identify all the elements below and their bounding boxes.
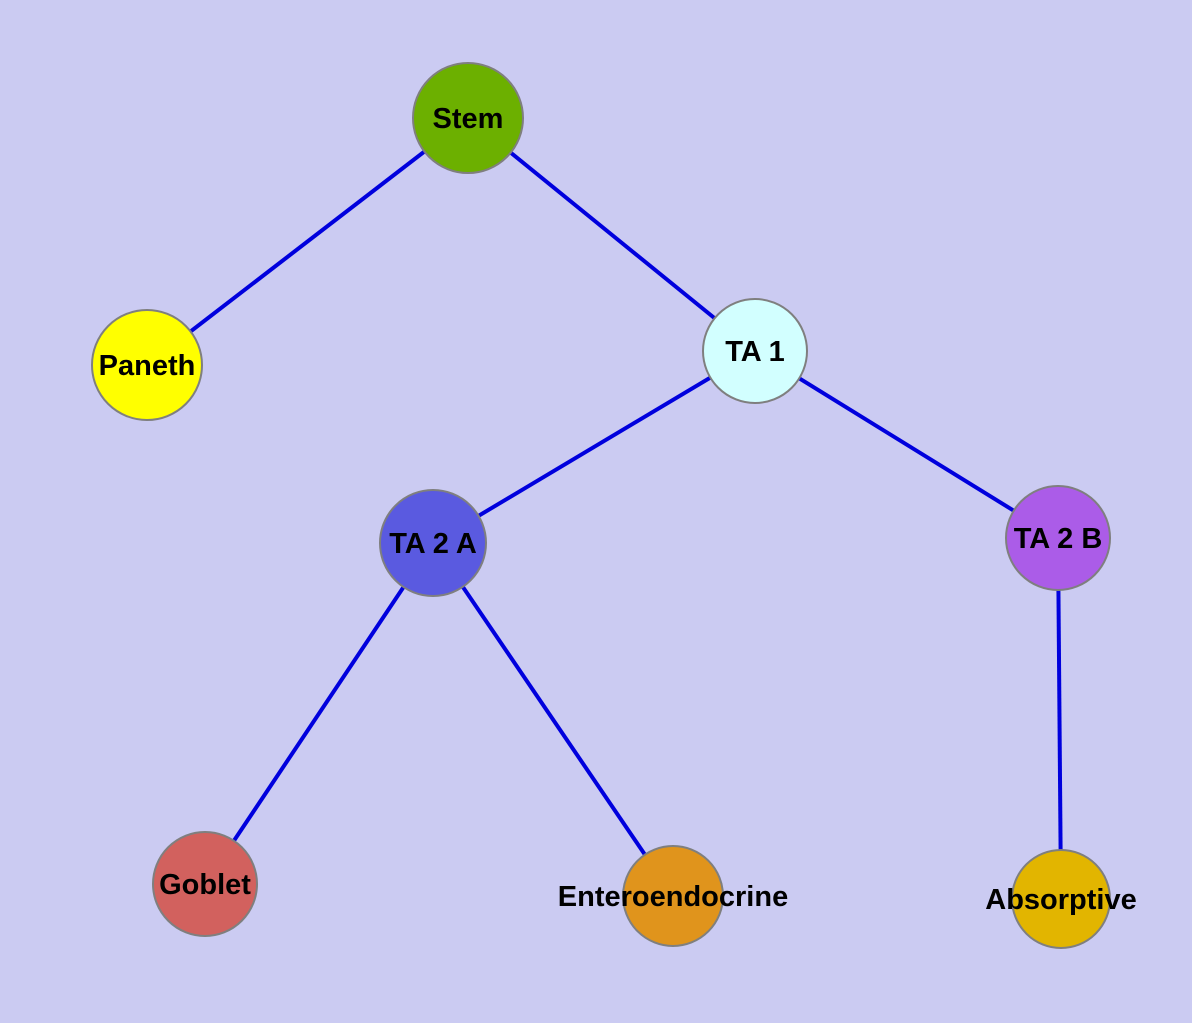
edge-stem-paneth bbox=[145, 116, 470, 367]
node-circle-ta2a bbox=[379, 489, 487, 597]
edge-stem-ta1 bbox=[466, 116, 757, 353]
edge-ta2a-goblet bbox=[203, 541, 435, 886]
node-circle-stem bbox=[412, 62, 524, 174]
node-circle-ta2b bbox=[1005, 485, 1111, 591]
node-circle-paneth bbox=[91, 309, 203, 421]
edge-ta2b-absorptive bbox=[1056, 537, 1063, 900]
node-ta2a: TA 2 A bbox=[379, 489, 487, 597]
node-ta2b: TA 2 B bbox=[1005, 485, 1111, 591]
edges-layer bbox=[145, 116, 1063, 900]
edge-ta2a-enteroendocrine bbox=[431, 541, 675, 898]
node-circle-ta1 bbox=[702, 298, 808, 404]
node-goblet: Goblet bbox=[152, 831, 258, 937]
node-ta1: TA 1 bbox=[702, 298, 808, 404]
node-circle-enteroendocrine bbox=[622, 845, 724, 947]
edge-ta1-ta2b bbox=[753, 349, 1060, 540]
edge-ta1-ta2a bbox=[431, 349, 757, 545]
node-stem: Stem bbox=[412, 62, 524, 174]
node-circle-absorptive bbox=[1011, 849, 1111, 949]
node-circle-goblet bbox=[152, 831, 258, 937]
node-paneth: Paneth bbox=[91, 309, 203, 421]
